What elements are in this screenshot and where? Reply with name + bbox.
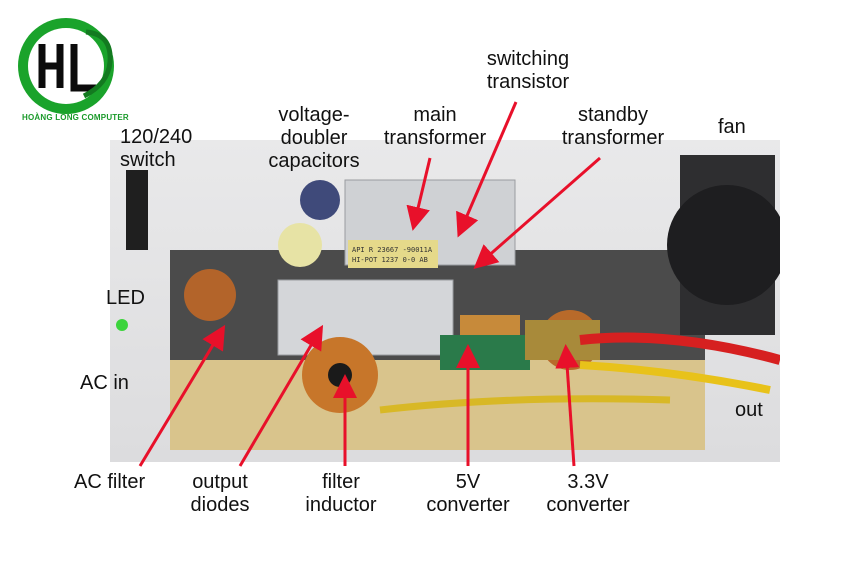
label-3-3v-converter: 3.3V converter bbox=[546, 471, 630, 516]
brand-name: HOÀNG LONG COMPUTER bbox=[22, 113, 129, 122]
arrow-main-transformer bbox=[406, 157, 432, 231]
label-out: out bbox=[735, 399, 763, 421]
label-standby-transformer: standby transformer bbox=[561, 104, 665, 149]
label-ac-filter: AC filter bbox=[74, 471, 146, 493]
board-print-1: API R 23667 -90011A bbox=[352, 246, 433, 254]
label-120-240-switch: 120/240 switch bbox=[120, 126, 193, 171]
label-filter-inductor: filter inductor bbox=[305, 471, 377, 516]
brand-logo-icon bbox=[18, 18, 114, 114]
arrow-output-diodes bbox=[238, 324, 324, 467]
board-print-2: HI-POT 1237 0-0 AB bbox=[352, 256, 428, 264]
label-voltage-doubler: voltage- doubler capacitors bbox=[268, 104, 360, 172]
label-output-diodes: output diodes bbox=[190, 471, 250, 516]
arrow-3-3v-converter bbox=[555, 344, 580, 467]
label-ac-in: AC in bbox=[80, 372, 129, 394]
arrow-standby-transformer bbox=[473, 156, 601, 269]
label-fan: fan bbox=[718, 116, 746, 138]
arrow-ac-filter bbox=[138, 324, 226, 467]
label-main-transformer: main transformer bbox=[383, 104, 487, 149]
label-led: LED bbox=[106, 287, 145, 309]
label-5v-converter: 5V converter bbox=[426, 471, 510, 516]
arrow-switching-transistor bbox=[456, 101, 518, 238]
label-switching-transistor: switching transistor bbox=[486, 48, 570, 93]
